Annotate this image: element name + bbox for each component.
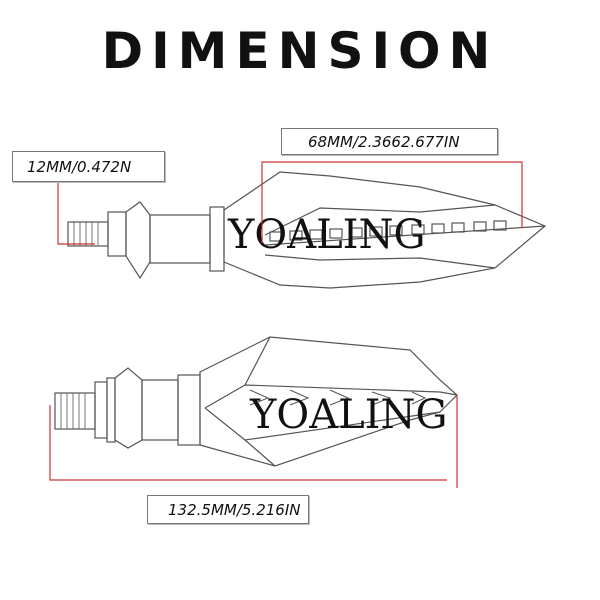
turn-signal-bottom <box>54 336 458 467</box>
lens-dimension-text: 68MM/2.3662.677IN <box>308 133 460 151</box>
thread-dimension-text: 12MM/0.472N <box>27 158 132 176</box>
total-length-label: 132.5MM/5.216IN <box>147 495 309 524</box>
turn-signal-top <box>67 171 547 289</box>
led-row-top <box>269 220 507 242</box>
total-length-text: 132.5MM/5.216IN <box>168 501 301 519</box>
page-title: DIMENSION <box>101 22 499 80</box>
thread-dimension-label: 12MM/0.472N <box>12 151 165 182</box>
watermark-top: YOALING <box>227 212 425 258</box>
dimension-lines-top <box>57 161 523 245</box>
lens-dimension-label: 68MM/2.3662.677IN <box>281 128 498 155</box>
arrow-row-bottom <box>249 389 427 406</box>
dimension-lines-bottom <box>49 395 458 488</box>
watermark-bottom: YOALING <box>249 392 447 438</box>
